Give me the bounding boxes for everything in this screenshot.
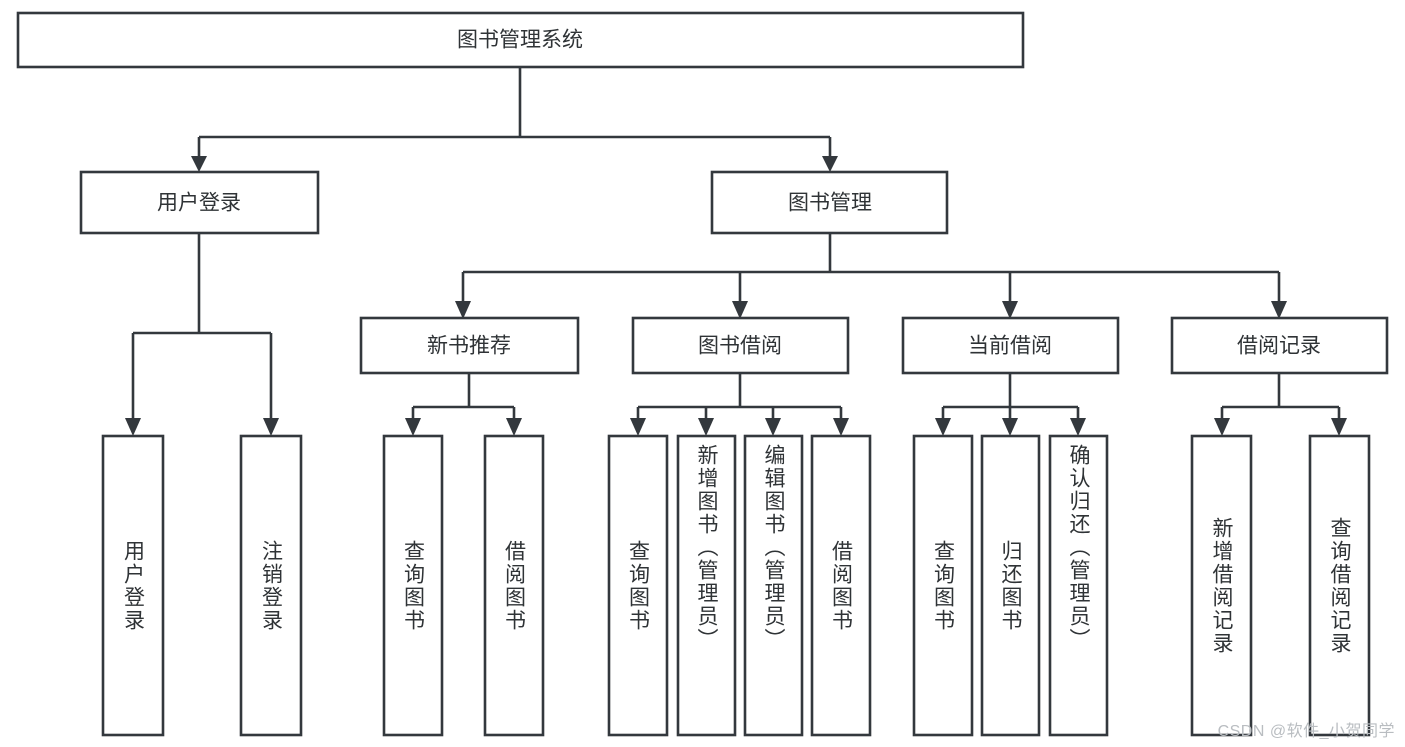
arrow-cb-return-book (1002, 418, 1018, 436)
arrow-leaf-user-login (125, 418, 141, 436)
connector-book-manage-to-level3 (455, 233, 1287, 319)
node-book-manage-label: 图书管理 (788, 192, 872, 215)
connector-user-login-to-leaves (125, 233, 279, 436)
arrow-nb-query-book (405, 418, 421, 436)
leaf-box-br-query-record[interactable] (1308, 434, 1371, 737)
node-current-borrow-label: 当前借阅 (968, 335, 1052, 358)
arrow-new-book-recommend (455, 301, 471, 319)
node-root[interactable]: 图书管理系统 (16, 11, 1025, 69)
arrow-book-manage (822, 156, 838, 172)
arrow-br-add-record (1214, 418, 1230, 436)
arrow-user-login (191, 156, 207, 172)
connector-current-borrow-to-leaves (935, 373, 1086, 436)
leaf-box-cb-confirm-return[interactable] (1048, 434, 1109, 737)
leaf-box-user-login[interactable] (101, 434, 165, 737)
leaf-box-bb-add-book[interactable] (676, 434, 737, 737)
node-borrow-record-label: 借阅记录 (1237, 335, 1321, 358)
connector-new-book-to-leaves (405, 373, 522, 436)
leaf-box-cb-return-book[interactable] (980, 434, 1041, 737)
watermark-text: CSDN @软件_小贺同学 (1217, 723, 1395, 740)
arrow-bb-add-book (698, 418, 714, 436)
arrow-borrow-record (1271, 301, 1287, 319)
node-user-login[interactable]: 用户登录 (79, 170, 320, 235)
leaf-box-logout[interactable] (239, 434, 303, 737)
node-book-borrow-box[interactable] (631, 316, 850, 375)
arrow-current-borrow (1002, 301, 1018, 319)
node-new-book-recommend-box[interactable] (359, 316, 580, 375)
leaf-box-cb-query-book[interactable] (912, 434, 974, 737)
connector-book-borrow-to-leaves (630, 373, 849, 436)
leaf-box-bb-borrow-book[interactable] (810, 434, 872, 737)
node-borrow-record-box[interactable] (1170, 316, 1389, 375)
node-current-borrow[interactable]: 当前借阅 (901, 316, 1120, 375)
leaf-box-nb-borrow-book[interactable] (483, 434, 545, 737)
node-book-borrow[interactable]: 图书借阅 (631, 316, 850, 375)
connector-root-to-level2 (191, 67, 838, 172)
arrow-leaf-logout (263, 418, 279, 436)
node-root-label: 图书管理系统 (457, 29, 583, 52)
arrow-bb-borrow-book (833, 418, 849, 436)
node-new-book-recommend-label: 新书推荐 (427, 335, 511, 358)
node-root-box[interactable] (16, 11, 1025, 69)
node-book-borrow-label: 图书借阅 (698, 335, 782, 358)
arrow-bb-query-book (630, 418, 646, 436)
leaf-box-br-add-record[interactable] (1190, 434, 1253, 737)
arrow-bb-edit-book (765, 418, 781, 436)
node-book-manage-box[interactable] (710, 170, 949, 235)
connector-borrow-record-to-leaves (1214, 373, 1347, 436)
arrow-nb-borrow-book (506, 418, 522, 436)
node-user-login-label: 用户登录 (157, 192, 241, 215)
leaf-box-bb-query-book[interactable] (607, 434, 669, 737)
arrow-br-query-record (1331, 418, 1347, 436)
node-borrow-record[interactable]: 借阅记录 (1170, 316, 1389, 375)
node-book-manage[interactable]: 图书管理 (710, 170, 949, 235)
arrow-cb-query-book (935, 418, 951, 436)
node-current-borrow-box[interactable] (901, 316, 1120, 375)
arrow-book-borrow (732, 301, 748, 319)
leaf-box-nb-query-book[interactable] (382, 434, 444, 737)
node-new-book-recommend[interactable]: 新书推荐 (359, 316, 580, 375)
arrow-cb-confirm-return (1070, 418, 1086, 436)
leaf-box-bb-edit-book[interactable] (743, 434, 804, 737)
